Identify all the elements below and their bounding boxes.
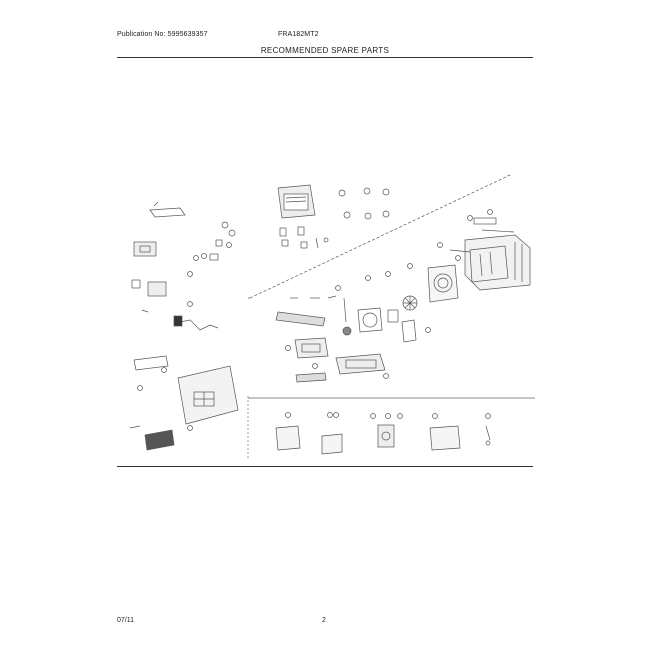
publication-number: Publication No: 5995639357 (117, 31, 208, 38)
footer-date: 07/11 (117, 617, 134, 624)
cabinet-housing (427, 209, 531, 303)
header-rule (117, 57, 533, 58)
left-small-parts (131, 201, 236, 331)
model-number: FRA182MT2 (278, 31, 319, 38)
page-number: 2 (322, 617, 326, 624)
exploded-parts-diagram (129, 174, 535, 460)
spare-part-1 (275, 412, 301, 451)
spare-part-5 (485, 413, 491, 446)
small-parts-top (279, 187, 390, 249)
footer-rule (117, 466, 533, 467)
spare-part-4 (429, 413, 461, 451)
center-assembly (275, 263, 431, 343)
main-unit-box (129, 355, 239, 451)
spare-part-2 (321, 412, 343, 455)
front-panel-part (277, 184, 316, 219)
divider-dashed-upper (249, 174, 511, 299)
control-parts (285, 337, 389, 383)
page-title: RECOMMENDED SPARE PARTS (260, 46, 390, 55)
spare-part-3 (370, 413, 403, 448)
